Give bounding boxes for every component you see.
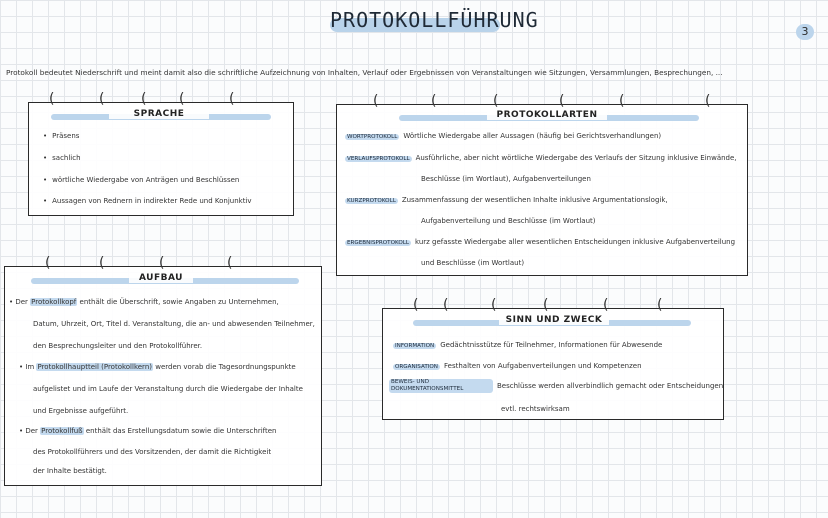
sinn-text-cont: evtl. rechtswirksam xyxy=(501,405,570,413)
aufbau-fuss-line: • Der Protokollfuß enthält das Erstellun… xyxy=(19,427,277,435)
intro-text: Protokoll bedeutet Niederschrift und mei… xyxy=(6,68,723,77)
aufbau-haupt-line: und Ergebnisse aufgeführt. xyxy=(33,407,129,415)
title-highlight xyxy=(330,18,500,32)
ring-icon: ( xyxy=(179,91,185,107)
art-text-cont: Aufgabenverteilung und Beschlüsse (im Wo… xyxy=(421,217,596,225)
ring-icon: ( xyxy=(141,91,147,107)
aufbau-card: ( ( ( ( AUFBAU • Der Protokollkopf enthä… xyxy=(4,256,322,486)
ring-icon: ( xyxy=(657,297,663,313)
sinn-text: Festhalten von Aufgabenverteilungen und … xyxy=(444,362,642,370)
ring-icon: ( xyxy=(443,297,449,313)
term-highlight: Protokollfuß xyxy=(40,427,84,435)
ring-icon: ( xyxy=(49,91,55,107)
ring-icon: ( xyxy=(559,93,565,109)
sinn-tag: INFORMATION xyxy=(393,343,437,349)
ring-icon: ( xyxy=(431,93,437,109)
ring-icon: ( xyxy=(373,93,379,109)
aufbau-kopf-line: • Der Protokollkopf enthält die Überschr… xyxy=(9,298,279,306)
art-text: Zusammenfassung der wesentlichen Inhalte… xyxy=(401,196,668,204)
ring-icon: ( xyxy=(603,297,609,313)
sinn-row: ORGANISATION Festhalten von Aufgabenverte… xyxy=(393,362,642,370)
art-row: ERGEBNISPROTOKOLL kurz gefasste Wiedergab… xyxy=(345,238,735,246)
ring-icon: ( xyxy=(619,93,625,109)
aufbau-kopf-line: Datum, Uhrzeit, Ort, Titel d. Veranstalt… xyxy=(33,320,315,328)
ring-icon: ( xyxy=(45,255,51,271)
sinn-tag: BEWEIS- UND DOKUMENTATIONSMITTEL xyxy=(389,379,493,393)
ring-icon: ( xyxy=(543,297,549,313)
aufbau-fuss-line: der Inhalte bestätigt. xyxy=(33,467,107,475)
sprache-item: Präsens xyxy=(43,132,79,140)
art-text: Wörtliche Wiedergabe aller Aussagen (häu… xyxy=(403,132,662,140)
ring-icon: ( xyxy=(99,255,105,271)
aufbau-haupt-line: aufgelistet und im Laufe der Veranstaltu… xyxy=(33,385,303,393)
art-text: kurz gefasste Wiedergabe aller wesentlic… xyxy=(415,238,736,246)
ring-icon: ( xyxy=(227,255,233,271)
sprache-item: wörtliche Wiedergabe von Anträgen und Be… xyxy=(43,176,239,184)
art-text-cont: Beschlüsse (im Wortlaut), Aufgabenvertei… xyxy=(421,175,591,183)
ring-icon: ( xyxy=(99,91,105,107)
art-tag: WORTPROTOKOLL xyxy=(345,134,400,140)
sinn-text: Gedächtnisstütze für Teilnehmer, Informa… xyxy=(440,341,663,349)
sinn-text: Beschlüsse werden allverbindlich gemacht… xyxy=(497,382,724,390)
sinn-row: BEWEIS- UND DOKUMENTATIONSMITTEL Beschlüs… xyxy=(389,379,723,393)
aufbau-haupt-line: • Im Protokollhauptteil (Protokollkern) … xyxy=(19,363,296,371)
ring-icon: ( xyxy=(159,255,165,271)
term-highlight: Protokollkopf xyxy=(30,298,78,306)
art-tag: VERLAUFSPROTOKOLL xyxy=(345,156,412,162)
art-tag: KURZPROTOKOLL xyxy=(345,198,398,204)
sprache-card: ( ( ( ( ( SPRACHE Präsens sachlich wörtl… xyxy=(28,92,294,216)
art-tag: ERGEBNISPROTOKOLL xyxy=(345,240,411,246)
sprache-item: sachlich xyxy=(43,154,80,162)
art-text-cont: und Beschlüsse (im Wortlaut) xyxy=(421,259,525,267)
sinn-tag: ORGANISATION xyxy=(393,364,440,370)
sprache-title: SPRACHE xyxy=(109,109,209,119)
page-number: 3 xyxy=(796,24,814,40)
ring-icon: ( xyxy=(705,93,711,109)
ring-icon: ( xyxy=(229,91,235,107)
ring-icon: ( xyxy=(493,93,499,109)
ring-icon: ( xyxy=(491,297,497,313)
term-highlight: Protokollhauptteil (Protokollkern) xyxy=(36,363,153,371)
page-title: PROTOKOLLFÜHRUNG xyxy=(330,8,539,32)
aufbau-kopf-line: den Besprechungsleiter und den Protokoll… xyxy=(33,342,203,350)
sinn-und-zweck-title: SINN UND ZWECK xyxy=(499,315,609,325)
protokollarten-card: ( ( ( ( ( ( PROTOKOLLARTEN WORTPROTOKOLL… xyxy=(336,94,748,276)
protokollarten-title: PROTOKOLLARTEN xyxy=(487,110,607,120)
aufbau-title: AUFBAU xyxy=(129,273,193,283)
sprache-item: Aussagen von Rednern in indirekter Rede … xyxy=(43,197,251,205)
art-text: Ausführliche, aber nicht wörtliche Wiede… xyxy=(415,154,737,162)
ring-icon: ( xyxy=(413,297,419,313)
aufbau-fuss-line: des Protokollführers und des Vorsitzende… xyxy=(33,448,272,456)
